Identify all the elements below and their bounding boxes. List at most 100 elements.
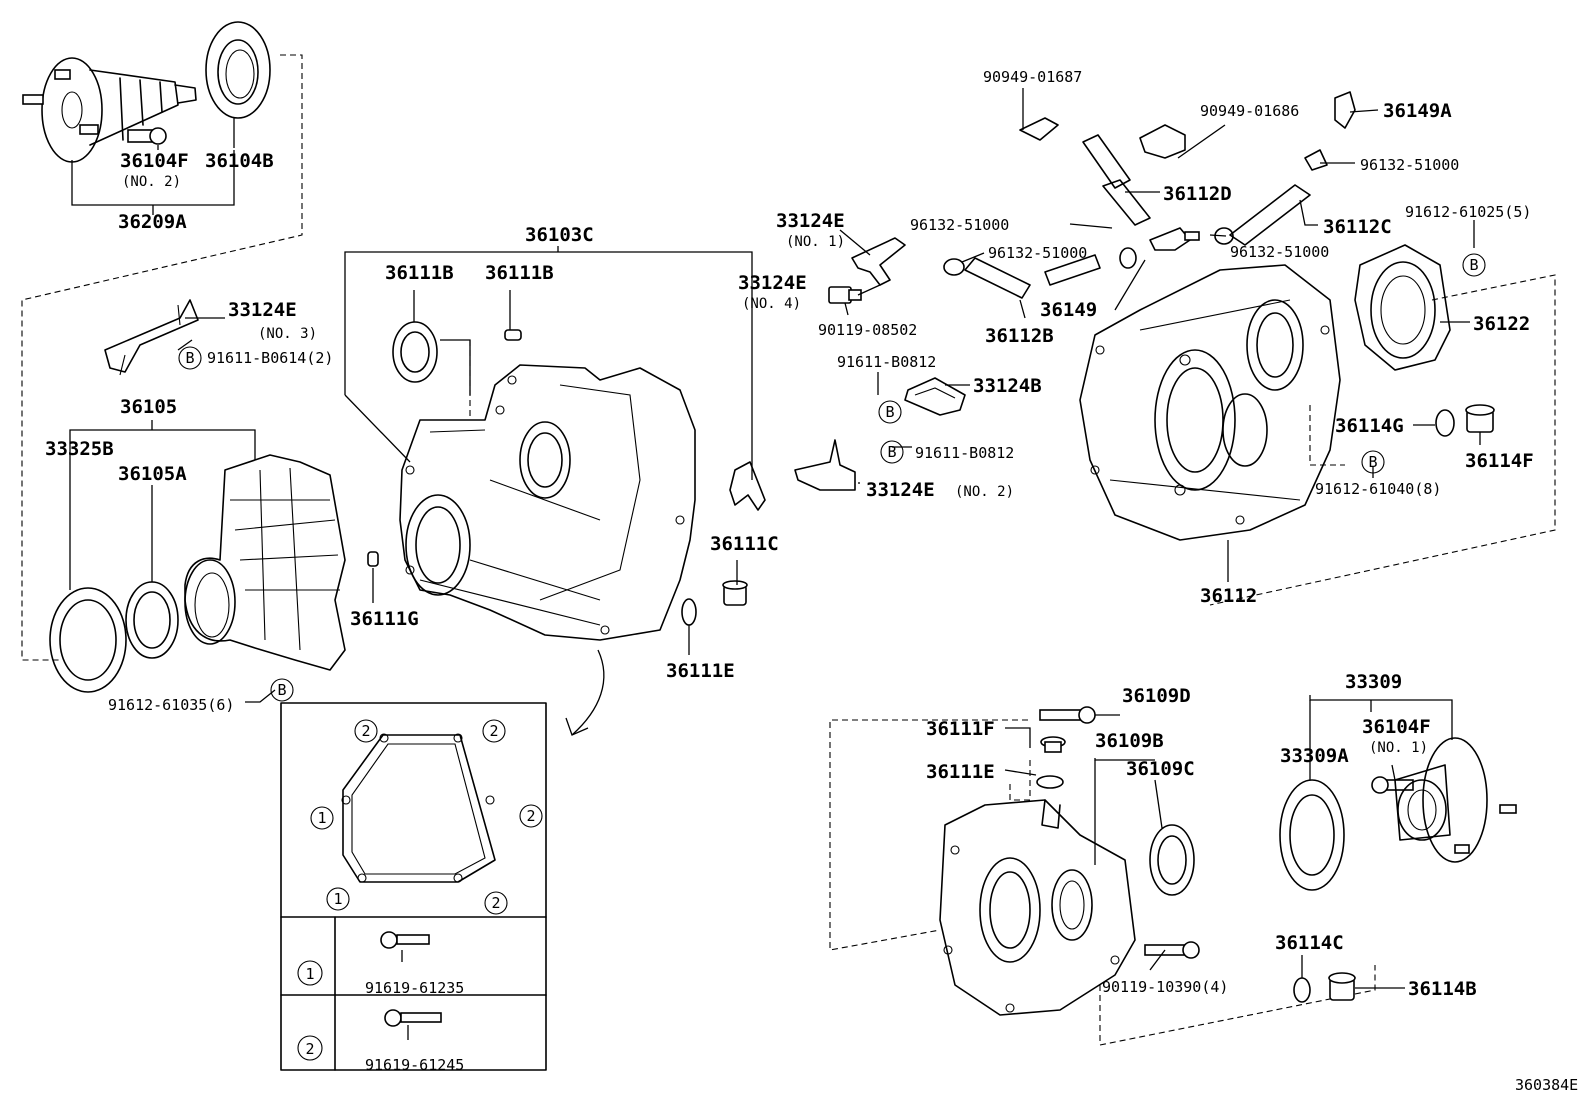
label-36114F: 36114F xyxy=(1465,450,1534,472)
label-91611-B0812-b: 91611-B0812 xyxy=(915,444,1014,462)
marker-2-right: 2 xyxy=(519,804,543,828)
transfer-case-36103C xyxy=(399,364,696,641)
flange-33309 xyxy=(1394,737,1517,863)
clamps-96132-51000 xyxy=(943,227,1234,276)
fitting-36149 xyxy=(1149,227,1200,251)
svg-text:B: B xyxy=(1368,453,1377,471)
label-33325B: 33325B xyxy=(45,438,114,460)
label-36149: 36149 xyxy=(1040,299,1097,321)
label-91619-61235: 91619-61235 xyxy=(365,979,464,997)
plug-36111C xyxy=(722,580,748,606)
plug-36114B xyxy=(1328,972,1356,1001)
bracket-33124E-no1 xyxy=(851,237,906,286)
bolt-position-markers: 2 2 1 2 1 2 1 2 xyxy=(297,719,543,1061)
seal-33309A xyxy=(1279,779,1345,891)
label-33124E-no4: 33124E xyxy=(738,272,807,294)
label-91612-61025: 91612-61025(5) xyxy=(1405,203,1531,221)
label-91611-B0812-a: 91611-B0812 xyxy=(837,353,936,371)
bolt-90119-08502 xyxy=(828,286,862,304)
label-90949-01687: 90949-01687 xyxy=(983,68,1082,86)
label-90119-08502: 90119-08502 xyxy=(818,321,917,339)
label-96132-51000-left: 96132-51000 xyxy=(910,216,1009,234)
label-36111E-right: 36111E xyxy=(926,761,995,783)
gasket-36114G xyxy=(1435,409,1455,437)
b-marker-91612-61040: B xyxy=(1361,450,1385,474)
svg-text:2: 2 xyxy=(305,1040,314,1058)
seal-36105A xyxy=(125,581,179,659)
legend-marker-1: 1 xyxy=(297,960,323,986)
svg-text:2: 2 xyxy=(489,722,498,740)
hose-36112B xyxy=(964,254,1101,299)
label-36111F: 36111F xyxy=(926,718,995,740)
label-36111C: 36111C xyxy=(710,533,779,555)
part-labels: 36104F (NO. 2) 36104B 36209A 33124E (NO.… xyxy=(45,68,1578,1094)
label-33124E-no3-qualifier: (NO. 3) xyxy=(258,326,317,342)
label-90119-10390: 90119-10390(4) xyxy=(1102,978,1228,996)
label-36122: 36122 xyxy=(1473,313,1530,335)
label-36111B-b: 36111B xyxy=(485,262,554,284)
marker-2-top-right: 2 xyxy=(482,719,506,743)
seal-36111B-large xyxy=(392,321,438,383)
seal-36109C xyxy=(1149,824,1195,896)
bracket-33124E-no2 xyxy=(794,439,856,491)
hose-36112C xyxy=(1229,184,1311,246)
gasket-36111E-left xyxy=(681,598,697,626)
clamp-96132-51000-top xyxy=(1304,149,1328,171)
label-33124E-no1-qualifier: (NO. 1) xyxy=(786,234,845,250)
label-36109B: 36109B xyxy=(1095,730,1164,752)
pin-36111B xyxy=(504,329,522,341)
output-shaft-assembly xyxy=(22,57,197,163)
marker-1-left: 1 xyxy=(310,806,334,830)
label-91612-61035: 91612-61035(6) xyxy=(108,696,234,714)
svg-text:1: 1 xyxy=(317,809,326,827)
label-96132-51000-right: 96132-51000 xyxy=(1230,243,1329,261)
fitting-36149A xyxy=(1334,91,1356,129)
bolt-36109D xyxy=(1039,706,1096,724)
label-33124B: 33124B xyxy=(973,375,1042,397)
label-33124E-no4-qualifier: (NO. 4) xyxy=(742,296,801,312)
extension-housing-36105 xyxy=(184,454,346,671)
gasket-36114C xyxy=(1293,977,1311,1003)
hose-36112D xyxy=(1082,134,1151,226)
label-36114G: 36114G xyxy=(1335,415,1404,437)
svg-text:2: 2 xyxy=(361,722,370,740)
label-36112B: 36112B xyxy=(985,325,1054,347)
label-36104F-no2: 36104F xyxy=(120,150,189,172)
svg-text:2: 2 xyxy=(526,807,535,825)
svg-text:B: B xyxy=(277,681,286,699)
label-36111G: 36111G xyxy=(350,608,419,630)
label-33124E-no2: 33124E xyxy=(866,479,935,501)
bracket-33124E-no4 xyxy=(729,461,766,511)
label-33309: 33309 xyxy=(1345,671,1402,693)
marker-2-top-left: 2 xyxy=(354,719,378,743)
b-marker-91611-B0812-b: B xyxy=(880,440,904,464)
label-91611-B0614: 91611-B0614(2) xyxy=(207,349,333,367)
marker-2-bottom-right: 2 xyxy=(484,891,508,915)
label-36104F-no1-qualifier: (NO. 1) xyxy=(1369,740,1428,756)
label-36105: 36105 xyxy=(120,396,177,418)
label-36109D: 36109D xyxy=(1122,685,1191,707)
legend-marker-2: 2 xyxy=(297,1035,323,1061)
label-33124E-no1: 33124E xyxy=(776,210,845,232)
label-36112: 36112 xyxy=(1200,585,1257,607)
cover-36122 xyxy=(1354,244,1451,371)
gasket-detail-box xyxy=(280,702,547,1071)
svg-text:2: 2 xyxy=(491,894,500,912)
label-91612-61040: 91612-61040(8) xyxy=(1315,480,1441,498)
leader-lines xyxy=(69,88,1481,1040)
label-36109C: 36109C xyxy=(1126,758,1195,780)
bolt-36104F-upper xyxy=(127,127,167,145)
label-36104F-no1: 36104F xyxy=(1362,716,1431,738)
marker-1-bottom-left: 1 xyxy=(326,887,350,911)
label-36114B: 36114B xyxy=(1408,978,1477,1000)
b-marker-91611-B0812-a: B xyxy=(878,400,902,424)
group-borders xyxy=(21,54,1556,1046)
seal-36104B xyxy=(205,21,271,119)
label-96132-51000-mid: 96132-51000 xyxy=(988,244,1087,262)
label-36103C: 36103C xyxy=(525,224,594,246)
b-markers: B B B B B B xyxy=(178,253,1486,702)
label-36112D: 36112D xyxy=(1163,183,1232,205)
cover-36109B xyxy=(939,799,1136,1016)
label-36104F-no2-qualifier: (NO. 2) xyxy=(122,174,181,190)
